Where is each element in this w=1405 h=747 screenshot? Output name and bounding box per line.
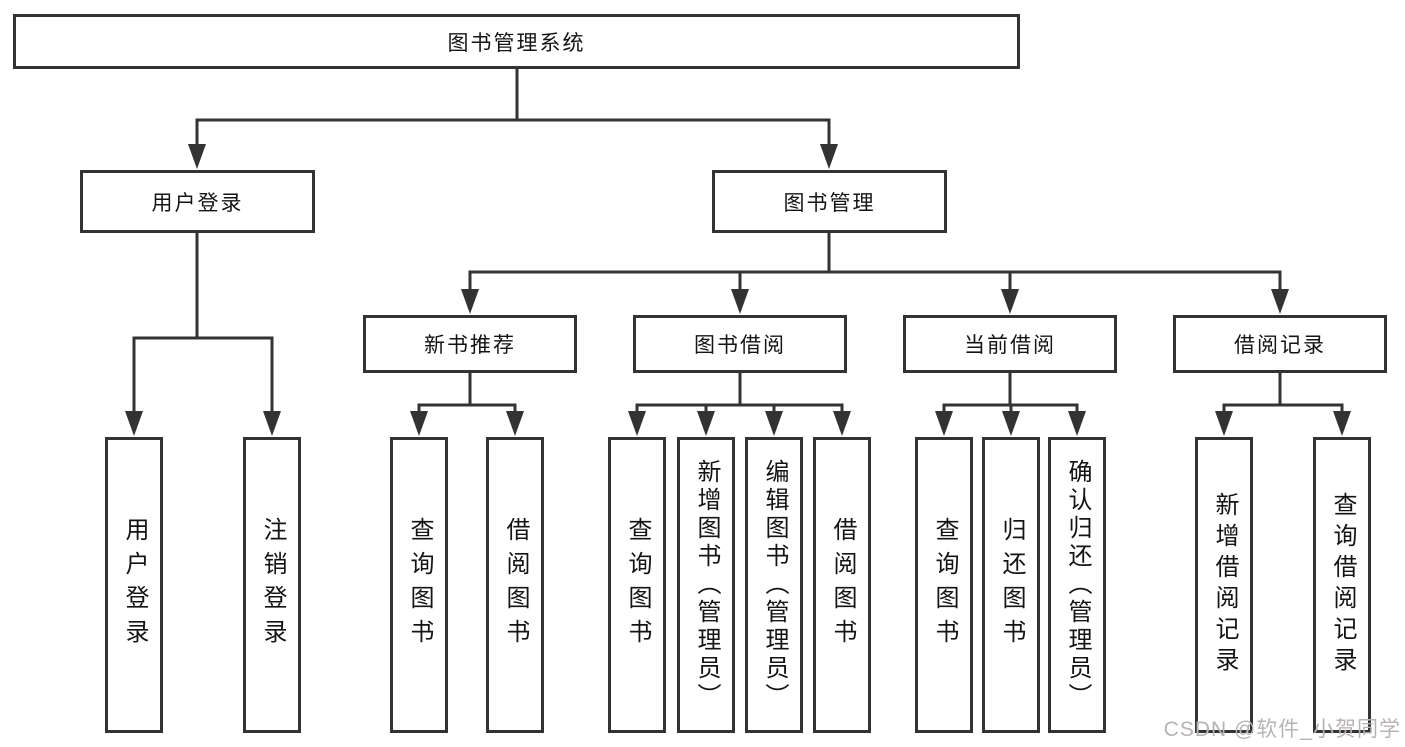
node-label: 新增图书（管理员） xyxy=(693,459,720,711)
node-new-book-recommend: 新书推荐 xyxy=(363,315,577,373)
node-label: 编辑图书（管理员） xyxy=(761,459,788,711)
node-borrow-records: 借阅记录 xyxy=(1173,315,1387,373)
node-label: 查询图书 xyxy=(624,517,651,653)
node-label: 图书管理系统 xyxy=(447,31,586,55)
node-library-system: 图书管理系统 xyxy=(13,14,1020,69)
node-query-books-current: 查询图书 xyxy=(915,437,973,733)
node-query-books-recommend: 查询图书 xyxy=(390,437,448,733)
node-label: 查询图书 xyxy=(406,517,433,653)
node-query-borrow-record: 查询借阅记录 xyxy=(1313,437,1371,733)
node-user-login: 用户登录 xyxy=(105,437,163,733)
node-label: 用户登录 xyxy=(151,191,244,215)
node-label: 图书管理 xyxy=(783,191,876,215)
node-book-borrow: 图书借阅 xyxy=(633,315,847,373)
node-add-borrow-record: 新增借阅记录 xyxy=(1195,437,1253,733)
node-label: 新书推荐 xyxy=(424,334,516,357)
node-label: 图书借阅 xyxy=(694,334,786,357)
node-label: 注销登录 xyxy=(259,517,286,653)
node-edit-book-admin: 编辑图书（管理员） xyxy=(745,437,803,733)
node-label: 用户登录 xyxy=(121,517,148,653)
node-borrow-books-recommend: 借阅图书 xyxy=(486,437,544,733)
node-label: 查询图书 xyxy=(931,517,958,653)
node-add-book-admin: 新增图书（管理员） xyxy=(677,437,735,733)
node-current-borrow: 当前借阅 xyxy=(903,315,1117,373)
node-logout: 注销登录 xyxy=(243,437,301,733)
node-label: 借阅图书 xyxy=(502,517,529,653)
node-return-books: 归还图书 xyxy=(982,437,1040,733)
node-label: 确认归还（管理员） xyxy=(1064,459,1091,711)
node-borrow-books-borrow: 借阅图书 xyxy=(813,437,871,733)
node-confirm-return-admin: 确认归还（管理员） xyxy=(1048,437,1106,733)
node-query-books-borrow: 查询图书 xyxy=(608,437,666,733)
node-label: 当前借阅 xyxy=(964,334,1056,357)
node-label: 借阅图书 xyxy=(829,517,856,653)
node-label: 新增借阅记录 xyxy=(1211,492,1238,678)
node-book-management: 图书管理 xyxy=(712,170,947,233)
node-label: 借阅记录 xyxy=(1234,334,1326,357)
node-label: 查询借阅记录 xyxy=(1329,492,1356,678)
node-label: 归还图书 xyxy=(998,517,1025,653)
node-user-login-group: 用户登录 xyxy=(80,170,315,233)
csdn-watermark: CSDN @软件_小贺同学 xyxy=(1163,718,1401,741)
